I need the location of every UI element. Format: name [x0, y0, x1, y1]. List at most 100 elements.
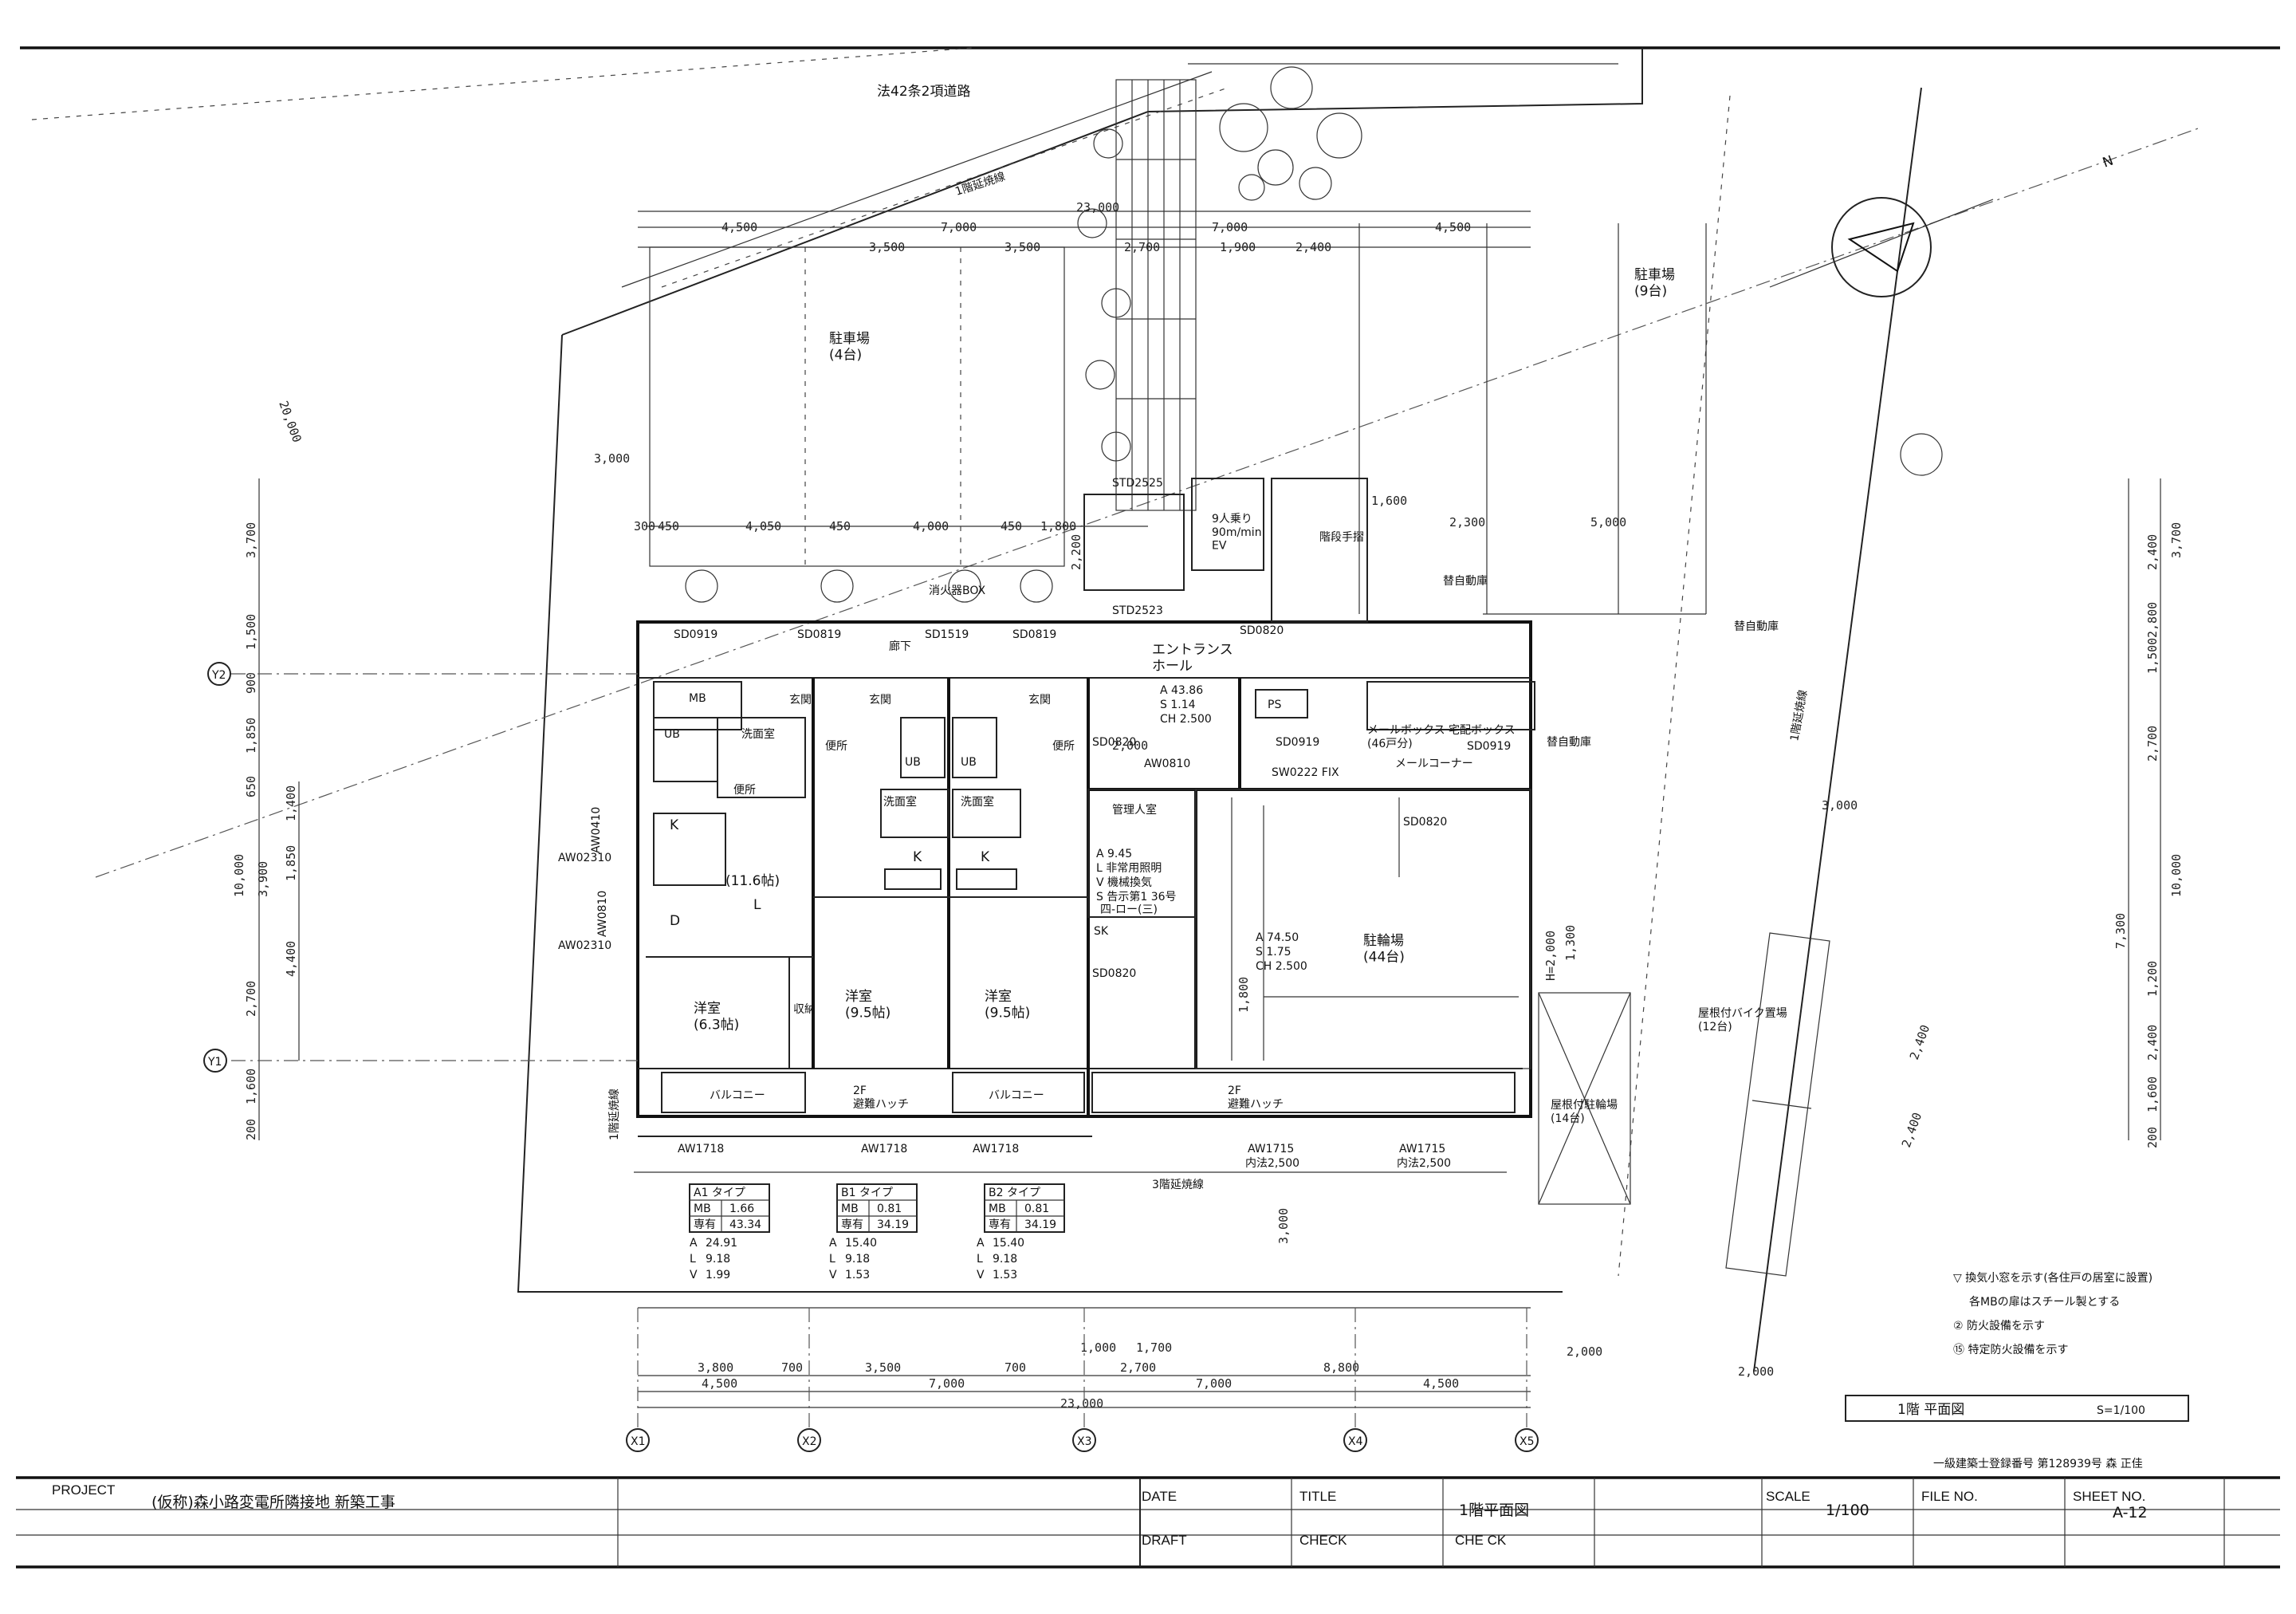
opening-std2525: STD2525	[1112, 477, 1163, 490]
opening-sd0820-a: SD0820	[1092, 736, 1136, 749]
drawing-title-box: 1階 平面図 S=1/100	[1845, 1395, 2189, 1422]
svg-text:X5: X5	[1520, 1435, 1535, 1448]
unit-a1-entrance-label: 玄関	[789, 693, 812, 707]
opening-sd0919-b: SD0919	[1276, 736, 1319, 749]
road-label: 法42条2項道路	[877, 84, 970, 100]
third-floor-label: 3階延焼線	[1152, 1179, 1204, 1191]
landscaping-trees	[685, 66, 1943, 603]
svg-text:MB: MB	[989, 1203, 1006, 1215]
opening-sd0820-d: SD0820	[1403, 816, 1447, 829]
svg-text:650: 650	[244, 776, 258, 797]
grid-bubble-y1: Y1	[203, 1049, 227, 1073]
right-boundary-label: 1階延焼線	[1788, 689, 1810, 742]
svg-text:2,000: 2,000	[1567, 1344, 1602, 1359]
entrance-label: エントランスホール	[1152, 642, 1233, 674]
opening-aw1718-a: AW1718	[678, 1143, 724, 1155]
scale-label: SCALE	[1766, 1489, 1810, 1504]
svg-text:3,900: 3,900	[256, 861, 270, 897]
covered-bicycle-label: 屋根付駐輪場(14台)	[1551, 1098, 1618, 1125]
title-value: 1階平面図	[1459, 1502, 1529, 1519]
opening-sd0819-a: SD0819	[797, 628, 841, 641]
unit-b2-ub-label: UB	[961, 756, 977, 769]
opening-sd1519: SD1519	[925, 628, 969, 641]
svg-text:2,400: 2,400	[2145, 534, 2160, 570]
svg-text:1,500: 1,500	[2145, 638, 2160, 674]
parking-9-area	[1358, 223, 1707, 615]
svg-text:V: V	[690, 1269, 698, 1281]
svg-text:200: 200	[2145, 1127, 2160, 1148]
unit-a1-k-label: K	[670, 817, 679, 833]
svg-text:1,850: 1,850	[244, 718, 258, 754]
svg-text:4,500: 4,500	[721, 220, 757, 234]
opening-sd0820-b: SD0820	[1092, 967, 1136, 980]
unit-b1-entrance-label: 玄関	[869, 693, 891, 707]
svg-text:2,200: 2,200	[1069, 534, 1083, 570]
svg-text:3,800: 3,800	[698, 1360, 733, 1375]
unit-b1-room-label: 洋室(9.5帖)	[845, 989, 890, 1021]
svg-text:1,200: 1,200	[2145, 961, 2160, 997]
svg-text:15.40: 15.40	[993, 1237, 1024, 1250]
svg-text:43.34: 43.34	[729, 1218, 761, 1231]
svg-text:23,000: 23,000	[1060, 1396, 1103, 1411]
unit-b2-k-label: K	[981, 849, 990, 865]
svg-text:L: L	[977, 1253, 983, 1266]
svg-text:1,600: 1,600	[244, 1069, 258, 1104]
svg-text:専有: 専有	[841, 1218, 863, 1231]
svg-text:7,000: 7,000	[941, 220, 977, 234]
svg-text:4,500: 4,500	[702, 1376, 737, 1391]
grid-bubble-x4: X4	[1343, 1428, 1367, 1452]
svg-text:200: 200	[244, 1119, 258, 1140]
svg-text:2,300: 2,300	[1449, 515, 1485, 529]
sheet-value: A-12	[2113, 1504, 2148, 1521]
svg-text:1,600: 1,600	[2145, 1077, 2160, 1112]
sheet-label: SHEET NO.	[2073, 1489, 2145, 1504]
svg-text:Y2: Y2	[211, 669, 226, 682]
svg-text:9.18: 9.18	[993, 1253, 1017, 1266]
manager-spec-l: L 非常用照明	[1096, 862, 1162, 875]
unit-a1-d-label: D	[670, 913, 680, 929]
grid-bubble-y2: Y2	[207, 662, 231, 686]
svg-text:2,700: 2,700	[1124, 240, 1160, 254]
check-label-2: CHE CK	[1455, 1533, 1507, 1548]
svg-text:2,400: 2,400	[2145, 1025, 2160, 1061]
sill-height-a: 内法2,500	[1245, 1157, 1299, 1170]
svg-text:2,700: 2,700	[1120, 1360, 1156, 1375]
svg-text:34.19: 34.19	[1024, 1218, 1056, 1231]
svg-text:9.18: 9.18	[845, 1253, 870, 1266]
svg-text:7,000: 7,000	[1196, 1376, 1232, 1391]
svg-text:7,300: 7,300	[2113, 913, 2128, 949]
svg-text:2,700: 2,700	[244, 981, 258, 1017]
parking-9-label: 駐車場(9台)	[1634, 267, 1675, 299]
north-label: N	[2101, 153, 2116, 171]
auto-parking-label-3: 替自動庫	[1547, 735, 1591, 749]
bicycle-label: 駐輪場(44台)	[1363, 933, 1405, 965]
manager-spec-a: A 9.45	[1096, 848, 1132, 860]
title-label: TITLE	[1299, 1489, 1336, 1504]
svg-text:3,000: 3,000	[1276, 1208, 1291, 1244]
opening-aw02310-b: AW02310	[558, 939, 611, 952]
svg-text:X1: X1	[631, 1435, 646, 1448]
unit-b2-washroom-label: 洗面室	[961, 795, 994, 809]
svg-text:5,000: 5,000	[1590, 515, 1626, 529]
sill-height-b: 内法2,500	[1397, 1157, 1451, 1170]
svg-text:9.18: 9.18	[706, 1253, 730, 1266]
svg-text:0.81: 0.81	[1024, 1203, 1049, 1215]
svg-text:2,800: 2,800	[2145, 602, 2160, 638]
opening-labels: SD0919 SD0819 SD1519 SD0819 SD0820 SD082…	[558, 477, 1511, 1170]
svg-text:3,000: 3,000	[594, 451, 630, 466]
check-label: CHECK	[1299, 1533, 1347, 1548]
grid-bubble-x1: X1	[626, 1428, 650, 1452]
opening-aw1718-b: AW1718	[861, 1143, 907, 1155]
svg-text:1,400: 1,400	[284, 785, 298, 821]
svg-text:2,400: 2,400	[1899, 1111, 1924, 1150]
stair-label: 階段手摺	[1319, 531, 1364, 544]
svg-text:1,800: 1,800	[1236, 977, 1251, 1013]
svg-text:450: 450	[829, 519, 851, 533]
unit-b1-washroom-label: 洗面室	[883, 795, 917, 809]
svg-text:300: 300	[634, 519, 655, 533]
